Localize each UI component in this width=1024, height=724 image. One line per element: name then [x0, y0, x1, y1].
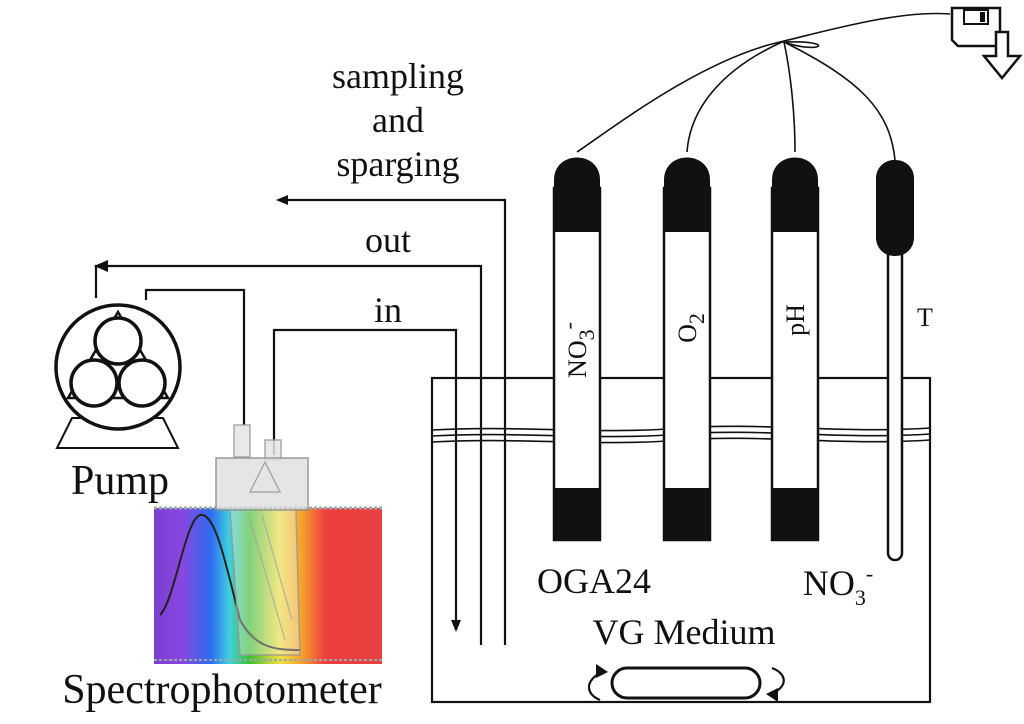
nitrate-probe-subscript: 3 [574, 329, 599, 340]
nitrate-probe-superscript: - [556, 322, 581, 329]
oxygen-probe: O2 [662, 157, 712, 542]
oxygen-probe-label: O [673, 324, 702, 343]
temperature-probe: T [876, 160, 933, 562]
probe-cables [576, 12, 951, 161]
nitrate-label-subscript: 3 [855, 585, 866, 610]
sampling-label-line3: sparging [336, 144, 459, 184]
ph-probe: pH [770, 157, 820, 542]
svg-text:NO3-: NO3- [556, 322, 599, 378]
floppy-disk-download-icon [950, 6, 1023, 80]
culture-label: OGA24 [537, 561, 651, 601]
medium-label: VG Medium [593, 612, 776, 652]
pump-label: Pump [71, 458, 169, 504]
svg-text:O2: O2 [673, 313, 709, 343]
sampling-label-line2: and [372, 100, 424, 140]
sampling-label-line1: sampling [332, 56, 464, 96]
nitrate-label-superscript: - [866, 561, 873, 586]
out-label: out [365, 220, 411, 260]
flow-cuvette-icon [215, 424, 309, 656]
out-tube [94, 264, 483, 645]
peristaltic-pump-icon [54, 303, 182, 449]
absorbance-curve [159, 513, 301, 651]
pump-to-cuvette-tube [144, 288, 246, 425]
oxygen-probe-subscript: 2 [684, 313, 709, 324]
in-label: in [374, 290, 402, 330]
ph-probe-label: pH [781, 304, 810, 336]
out-arrow-head [94, 260, 108, 272]
svg-text:NO3-: NO3- [803, 561, 873, 610]
spectrophotometer-label: Spectrophotometer [62, 667, 382, 713]
sampling-sparging-label: sampling and sparging [332, 56, 464, 184]
nitrate-probe-label: NO [563, 340, 592, 378]
nitrate-probe: NO3- [552, 157, 602, 542]
temperature-probe-label: T [917, 303, 933, 332]
nitrate-label: NO [803, 563, 855, 603]
sampling-tube [276, 195, 507, 645]
in-tube [272, 328, 461, 632]
stir-bar-icon [587, 664, 785, 702]
